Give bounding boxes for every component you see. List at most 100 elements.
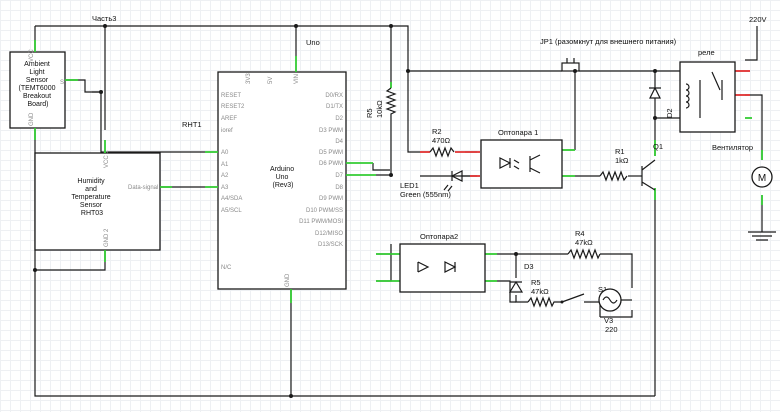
arduino-left-pins: RESETRESET2AREFiorefA0A1A2A3A4/SDAA5/SCL…: [221, 93, 245, 271]
ambient-pin-vcc: VCC: [29, 49, 35, 62]
junction: [294, 24, 298, 28]
motor-circle: [751, 166, 773, 188]
ambient-light-sensor: Ambient Light Sensor (TEMT6000 Breakout …: [9, 49, 66, 129]
label-chast3: Часть3: [92, 14, 116, 23]
resistor-r2: R2 470Ω: [429, 127, 455, 158]
arduino-box: [217, 71, 347, 290]
junction: [389, 24, 393, 28]
s1-label: S1: [598, 285, 607, 294]
r5-zigzag: [385, 87, 397, 120]
relay-coil-icon: [685, 83, 690, 109]
opto1-light-icon: [513, 159, 520, 170]
wire-r4-s1: [600, 253, 633, 288]
wire-relay-motor: [745, 94, 763, 160]
junction: [389, 173, 393, 177]
wire-s1-right: [600, 310, 633, 318]
arduino-right-pin: D7: [335, 173, 343, 179]
junction: [653, 116, 657, 120]
arduino-right-pin: D9 PWM: [319, 196, 343, 202]
opto2-label: Оптопара2: [420, 232, 458, 241]
r5b-value: 47kΩ: [531, 287, 549, 296]
arduino-right-pin: D10 PWM/SS: [306, 208, 343, 214]
resistor-r4: R4 47kΩ: [567, 229, 601, 260]
wire-d7-stub: [372, 163, 390, 171]
red-stubs: [420, 70, 750, 177]
opto2-transistor-icon: [417, 261, 430, 273]
ground-symbol-icon: [748, 231, 776, 241]
arduino-left-pin: A5/SCL: [221, 208, 242, 214]
wire-humidity-gnd: [35, 250, 106, 271]
arduino-title: Arduino Uno (Rev3): [270, 166, 296, 189]
fan-motor: M Вентилятор: [712, 143, 776, 241]
led1-name: LED1: [400, 181, 419, 190]
v3-name: V3: [604, 316, 613, 325]
label-220v: 220V: [749, 15, 767, 24]
arduino-right-pin: D1/TX: [326, 104, 343, 110]
humidity-title: Humidity and Temperature Sensor RHT03: [71, 178, 112, 217]
led1-value: Green (555nm): [400, 190, 451, 199]
junction: [99, 90, 103, 94]
arduino-left-pin: AREF: [221, 116, 237, 122]
led1-arrows: [443, 184, 453, 192]
relay: реле: [679, 48, 736, 133]
d3-label: D3: [524, 262, 534, 271]
arduino-left-pin: ioref: [221, 128, 233, 134]
wire-opto2-arduino: [376, 253, 392, 282]
wire-r2-feed: [407, 71, 420, 153]
junction: [653, 69, 657, 73]
wire-220v: [745, 26, 758, 61]
junction: [514, 252, 518, 256]
arduino-right-pin: D6 PWM: [319, 161, 343, 167]
ambient-title: Ambient Light Sensor (TEMT6000 Breakout …: [19, 61, 58, 108]
ambient-pin-s: S: [60, 80, 64, 86]
arduino-left-pin: RESET2: [221, 104, 245, 110]
diode-d2: D2: [649, 86, 674, 118]
v3-value: 220: [605, 325, 618, 334]
jp1-pins: [566, 58, 575, 63]
ac-wave-icon: [602, 296, 618, 304]
s1-symbol[interactable]: [561, 293, 601, 317]
resistor-r1: R1 1kΩ: [599, 147, 629, 182]
r2-value: 470Ω: [432, 136, 451, 145]
pin-stubs: [34, 40, 763, 303]
d3-symbol: [508, 280, 524, 293]
arduino-top-pin: VIN: [294, 74, 300, 84]
arduino-right-pin: D12/MISO: [315, 231, 343, 237]
arduino-left-pin: A2: [221, 173, 229, 179]
resistor-r5-47k: R5 47kΩ: [527, 278, 562, 308]
r4-name: R4: [575, 229, 585, 238]
junction: [573, 69, 577, 73]
r1-name: R1: [615, 147, 625, 156]
source-v3: V3 220: [598, 288, 632, 334]
r1-value: 1kΩ: [615, 156, 629, 165]
r1-zigzag: [599, 170, 628, 182]
d2-label: D2: [665, 108, 674, 118]
arduino-right-pin: D0/RX: [325, 93, 343, 99]
ambient-box: [9, 51, 66, 129]
q1-symbol: [641, 159, 656, 191]
r4-zigzag: [567, 248, 601, 260]
r5b-zigzag: [527, 296, 562, 308]
arduino-right-pin: D5 PWM: [319, 150, 343, 156]
arduino-top-pin: 3V3: [246, 73, 252, 84]
jp1-symbol[interactable]: [561, 62, 580, 72]
arduino-left-pin: A0: [221, 150, 229, 156]
arduino-left-pin: A1: [221, 162, 229, 168]
humidity-sensor: Humidity and Temperature Sensor RHT03 VC…: [34, 150, 161, 251]
arduino-right-pin: D4: [335, 139, 343, 145]
label-uno: Uno: [306, 38, 320, 47]
s1-contact: [560, 300, 564, 304]
junction: [406, 69, 410, 73]
jp1-label: JP1 (разомкнут для внешнего питания): [540, 37, 677, 46]
wire-to-jp1: [391, 25, 562, 72]
resistor-r5-10k: R5 10kΩ: [365, 87, 397, 120]
humidity-pin-vcc: VCC 1: [104, 150, 110, 168]
junction: [289, 394, 293, 398]
arduino-left-pin: A3: [221, 185, 229, 191]
junctions: [33, 24, 657, 398]
